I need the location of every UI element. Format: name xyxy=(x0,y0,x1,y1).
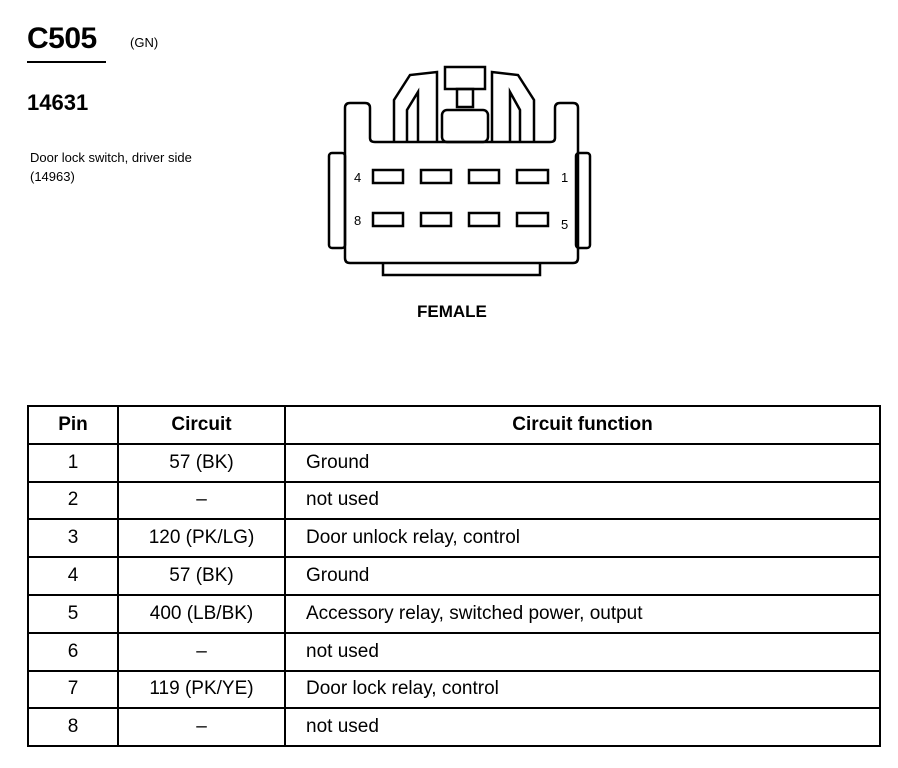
connector-id: C505 xyxy=(27,22,97,55)
pin-cavity-7 xyxy=(419,211,453,228)
left-ear xyxy=(327,151,347,250)
pin-cell: 7 xyxy=(27,669,119,710)
connector-color-code: (GN) xyxy=(130,35,159,50)
function-cell: Accessory relay, switched power, output xyxy=(284,593,881,634)
table-row: 8–not used xyxy=(27,707,881,748)
header-pin: Pin xyxy=(27,405,119,445)
pin-label-4: 4 xyxy=(354,170,361,185)
part-number: 14631 xyxy=(27,90,89,115)
latch-left-inner xyxy=(405,87,420,142)
pin-cavity-2 xyxy=(467,168,501,185)
circuit-cell: 400 (LB/BK) xyxy=(117,593,286,634)
header-circuit-function: Circuit function xyxy=(284,405,881,445)
circuit-cell: 119 (PK/YE) xyxy=(117,669,286,710)
connector-face-diagram: 4 1 8 5 xyxy=(327,65,592,277)
pin-cavity-8 xyxy=(371,211,405,228)
latch-right xyxy=(490,70,536,142)
connector-gender: FEMALE xyxy=(417,302,487,321)
latch-left xyxy=(392,70,439,142)
table-header-row: Pin Circuit Circuit function xyxy=(27,405,881,445)
circuit-cell: – xyxy=(117,707,286,748)
circuit-cell: 57 (BK) xyxy=(117,556,286,596)
pin-cell: 2 xyxy=(27,480,119,521)
pin-cavity-3 xyxy=(419,168,453,185)
circuit-cell: 120 (PK/LG) xyxy=(117,518,286,559)
right-ear xyxy=(574,151,592,250)
pin-cell: 3 xyxy=(27,518,119,559)
pin-cavity-6 xyxy=(467,211,501,228)
pin-label-1: 1 xyxy=(561,170,568,185)
function-cell: Door lock relay, control xyxy=(284,669,881,710)
connector-description: Door lock switch, driver side (14963) xyxy=(30,150,192,184)
connector-body xyxy=(343,101,580,265)
table-row: 6–not used xyxy=(27,631,881,672)
circuit-cell: – xyxy=(117,631,286,672)
latch-top xyxy=(443,65,487,91)
function-cell: Ground xyxy=(284,442,881,483)
latch-base xyxy=(440,108,490,144)
pin-label-8: 8 xyxy=(354,213,361,228)
latch-tab xyxy=(455,87,475,109)
pin-cell: 1 xyxy=(27,442,119,483)
pin-cavity-1 xyxy=(515,168,550,185)
function-cell: not used xyxy=(284,480,881,521)
pin-cavities xyxy=(371,168,550,228)
function-cell: not used xyxy=(284,631,881,672)
title-underline xyxy=(27,61,106,63)
function-cell: not used xyxy=(284,707,881,748)
pin-cavity-4 xyxy=(371,168,405,185)
circuit-cell: 57 (BK) xyxy=(117,442,286,483)
table-row: 2–not used xyxy=(27,480,881,521)
latch-right-inner xyxy=(508,87,522,142)
pin-label-5: 5 xyxy=(561,217,568,232)
function-cell: Door unlock relay, control xyxy=(284,518,881,559)
pin-cell: 6 xyxy=(27,631,119,672)
pin-cell: 8 xyxy=(27,707,119,748)
function-cell: Ground xyxy=(284,556,881,596)
pin-cell: 4 xyxy=(27,556,119,596)
pin-cell: 5 xyxy=(27,593,119,634)
bottom-tab xyxy=(381,263,542,277)
header-circuit: Circuit xyxy=(117,405,286,445)
pin-cavity-5 xyxy=(515,211,550,228)
circuit-cell: – xyxy=(117,480,286,521)
